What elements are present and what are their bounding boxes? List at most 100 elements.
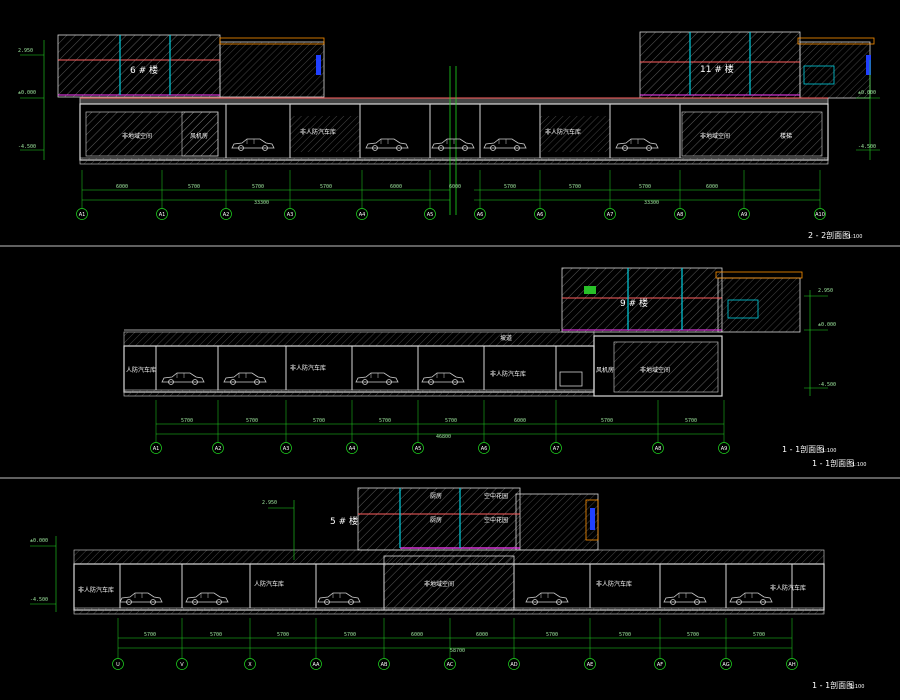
room-label: 非地域空间 xyxy=(122,132,152,140)
room-label: 非地域空间 xyxy=(700,132,730,140)
svg-text:-4.500: -4.500 xyxy=(858,144,876,150)
level-markers: 2.950 ±0.000 -4.500 xyxy=(804,288,836,396)
section-title: 1 - 1剖面图 xyxy=(782,444,824,454)
grid-axis-bubble xyxy=(220,208,232,220)
svg-text:33300: 33300 xyxy=(644,200,659,206)
dimension-value: 5700 xyxy=(685,418,697,424)
grid-axis-bubble xyxy=(412,442,424,454)
grid-axis-bubble xyxy=(604,208,616,220)
building-6: 6 # 楼 xyxy=(57,34,325,98)
grid-axis-bubble xyxy=(112,658,124,670)
grid-axis-bubble xyxy=(814,208,826,220)
level-markers: ±0.000 -4.500 2.950 ±0.000 -4.500 xyxy=(18,40,880,160)
grid-axis-label: U xyxy=(116,662,120,668)
grid-axis-bubble xyxy=(244,658,256,670)
dimension-value: 5700 xyxy=(569,184,581,190)
section-1-1-bottom: 5 # 楼 厨房 空中花园 厨房 空中花园 非人防汽车库 人防汽车库 非地域空间… xyxy=(30,487,864,690)
grid-axis-bubble xyxy=(156,208,168,220)
svg-text:厨房: 厨房 xyxy=(430,516,442,524)
dimension-value: 5700 xyxy=(687,632,699,638)
grid-axis-bubble xyxy=(718,442,730,454)
grid-axis-bubble xyxy=(346,442,358,454)
dimension-value: 6000 xyxy=(476,632,488,638)
dimension-chain xyxy=(82,189,820,201)
section-scale: 1:100 xyxy=(848,234,862,240)
svg-text:-4.500: -4.500 xyxy=(818,382,836,388)
grid-axis-bubble xyxy=(284,208,296,220)
section-scale: 1:100 xyxy=(850,684,864,690)
grid-axis-label: A1 xyxy=(159,212,166,218)
section-scale: 1:100 xyxy=(822,448,836,454)
dimension-value: 5700 xyxy=(320,184,332,190)
building-label: 5 # 楼 xyxy=(330,515,358,527)
grid-axis-bubble xyxy=(478,442,490,454)
dimension-value: 5700 xyxy=(619,632,631,638)
svg-text:空中花园: 空中花园 xyxy=(484,492,508,500)
dimension-value: 5700 xyxy=(504,184,516,190)
section-title: 1 - 1剖面图 xyxy=(812,680,854,690)
section-2-2: 6 # 楼 11 # 楼 xyxy=(18,31,880,240)
svg-text:-4.500: -4.500 xyxy=(30,597,48,603)
svg-text:46800: 46800 xyxy=(436,434,451,440)
dimension-chain xyxy=(156,423,724,435)
dimension-value: 5700 xyxy=(210,632,222,638)
grid-axis-label: AB xyxy=(381,662,388,668)
dimension-value: 5700 xyxy=(344,632,356,638)
grid-axis-bubble xyxy=(738,208,750,220)
grid-axis-label: A9 xyxy=(741,212,748,218)
grid-axis-label: V xyxy=(180,662,184,668)
room-label: 非人防汽车库 xyxy=(300,128,336,136)
grid-axis-bubble xyxy=(674,208,686,220)
grid-axis-label: A6 xyxy=(537,212,544,218)
building-label: 6 # 楼 xyxy=(130,64,158,76)
room-label: 非人防汽车库 xyxy=(770,584,806,592)
room-label: 非人防汽车库 xyxy=(490,370,526,378)
room-label: 风机房 xyxy=(596,366,614,374)
room-label: 人防汽车库 xyxy=(126,366,156,374)
dimension-chain xyxy=(118,637,792,649)
dimension-value: 6000 xyxy=(449,184,461,190)
room-label: 非人防汽车库 xyxy=(78,586,114,594)
grid-axis-label: A2 xyxy=(223,212,230,218)
dimension-value: 5700 xyxy=(246,418,258,424)
grid-axis-bubble xyxy=(176,658,188,670)
grid-axis-label: A5 xyxy=(427,212,434,218)
grid-axis-label: A1 xyxy=(79,212,86,218)
dimension-value: 5700 xyxy=(753,632,765,638)
svg-text:±0.000: ±0.000 xyxy=(30,538,48,544)
grid-axis-bubble xyxy=(474,208,486,220)
dimension-value: 6000 xyxy=(116,184,128,190)
svg-text:±0.000: ±0.000 xyxy=(18,90,36,96)
section-title: 1 - 1剖面图 xyxy=(812,458,854,468)
grid-axis-bubble xyxy=(508,658,520,670)
grid-axis-label: A3 xyxy=(287,212,294,218)
dimension-value: 5700 xyxy=(181,418,193,424)
grid-axis-bubble xyxy=(378,658,390,670)
grid-axis-label: AC xyxy=(447,662,454,668)
dimension-value: 5700 xyxy=(546,632,558,638)
grid-axis-label: A8 xyxy=(655,446,662,452)
grid-axis-label: AA xyxy=(313,662,321,668)
dimension-value: 5700 xyxy=(188,184,200,190)
grid-axis-bubble xyxy=(76,208,88,220)
dimension-value: 5700 xyxy=(313,418,325,424)
svg-text:-4.500: -4.500 xyxy=(18,144,36,150)
room-label: 楼梯 xyxy=(780,132,792,140)
svg-text:2.950: 2.950 xyxy=(818,288,833,294)
room-label: 非人防汽车库 xyxy=(545,128,581,136)
grid-axis-label: A7 xyxy=(607,212,614,218)
grid-axis-bubble xyxy=(150,442,162,454)
room-label: 非地域空间 xyxy=(424,580,454,588)
svg-text:2.950: 2.950 xyxy=(262,500,277,506)
building-label: 11 # 楼 xyxy=(700,63,734,75)
building-label: 9 # 楼 xyxy=(620,297,648,309)
grid-axis-label: A7 xyxy=(553,446,560,452)
dimension-value: 5700 xyxy=(445,418,457,424)
grid-axis-label: AD xyxy=(510,662,517,668)
svg-text:空中花园: 空中花园 xyxy=(484,516,508,524)
dimension-value: 5700 xyxy=(144,632,156,638)
grid-axis-label: A5 xyxy=(415,446,422,452)
grid-axis-label: AF xyxy=(657,662,663,668)
